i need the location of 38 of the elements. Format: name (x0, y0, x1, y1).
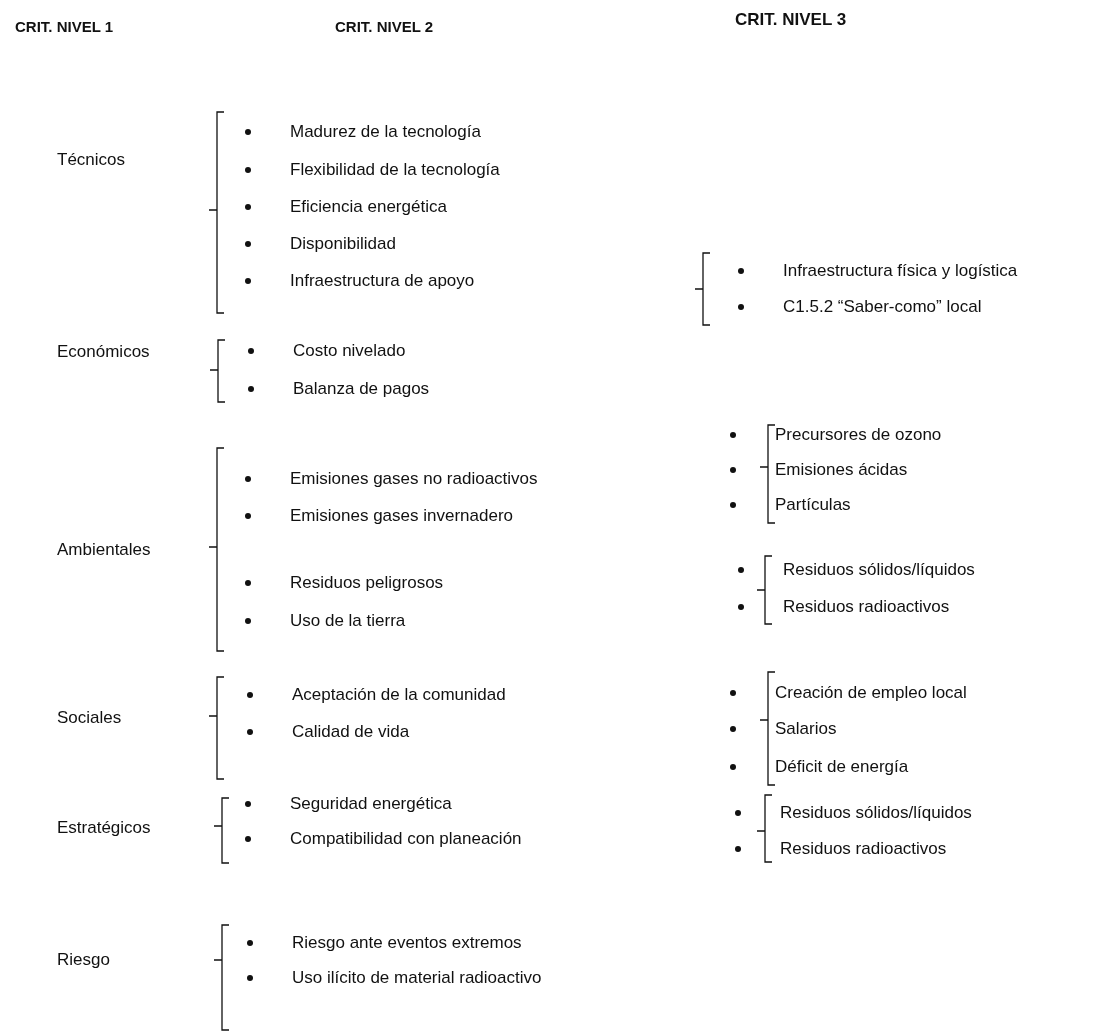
column-header: CRIT. NIVEL 3 (735, 10, 847, 30)
category-label: Sociales (57, 708, 122, 728)
bullet-item: Residuos peligrosos (245, 573, 444, 593)
bullet-item: Creación de empleo local (730, 683, 967, 703)
bullet-item: Compatibilidad con planeación (245, 829, 522, 849)
bullet-item: Costo nivelado (248, 341, 406, 361)
bullet-item: Aceptación de la comunidad (247, 685, 506, 705)
bullet-item: Déficit de energía (730, 757, 909, 777)
bullet-item: Precursores de ozono (730, 425, 942, 445)
bullet-item: Madurez de la tecnología (245, 122, 481, 142)
bullet-item: Infraestructura física y logística (738, 261, 1018, 281)
bullet-item: Calidad de vida (247, 722, 410, 742)
bullet-item: Partículas (730, 495, 851, 515)
bullet-item: Disponibilidad (245, 234, 396, 254)
bullet-item: Emisiones gases no radioactivos (245, 469, 538, 489)
bullet-item: Infraestructura de apoyo (245, 271, 475, 291)
bullet-item: Riesgo ante eventos extremos (247, 933, 522, 953)
category-label: Económicos (57, 342, 150, 362)
bullet-item: Balanza de pagos (248, 379, 430, 399)
bullet-item: Residuos radioactivos (735, 839, 947, 859)
bullet-item: Salarios (730, 719, 837, 739)
bullet-item: Uso ilícito de material radioactivo (247, 968, 542, 988)
bullet-item: Emisiones gases invernadero (245, 506, 513, 526)
bullet-item: Residuos sólidos/líquidos (738, 560, 975, 580)
bullet-item: Flexibilidad de la tecnología (245, 160, 500, 180)
bullet-item: Residuos radioactivos (738, 597, 950, 617)
column-header: CRIT. NIVEL 1 (15, 17, 114, 37)
bullet-item: Residuos sólidos/líquidos (735, 803, 972, 823)
category-label: Técnicos (57, 150, 126, 170)
bullet-item: Emisiones ácidas (730, 460, 908, 480)
bullet-item: Uso de la tierra (245, 611, 406, 631)
bullet-item: Seguridad energética (245, 794, 452, 814)
category-label: Riesgo (57, 950, 110, 970)
bullet-item: C1.5.2 “Saber-como” local (738, 297, 982, 317)
bullet-item: Eficiencia energética (245, 197, 447, 217)
category-label: Ambientales (57, 540, 151, 560)
category-label: Estratégicos (57, 818, 151, 838)
column-header: CRIT. NIVEL 2 (335, 17, 434, 37)
